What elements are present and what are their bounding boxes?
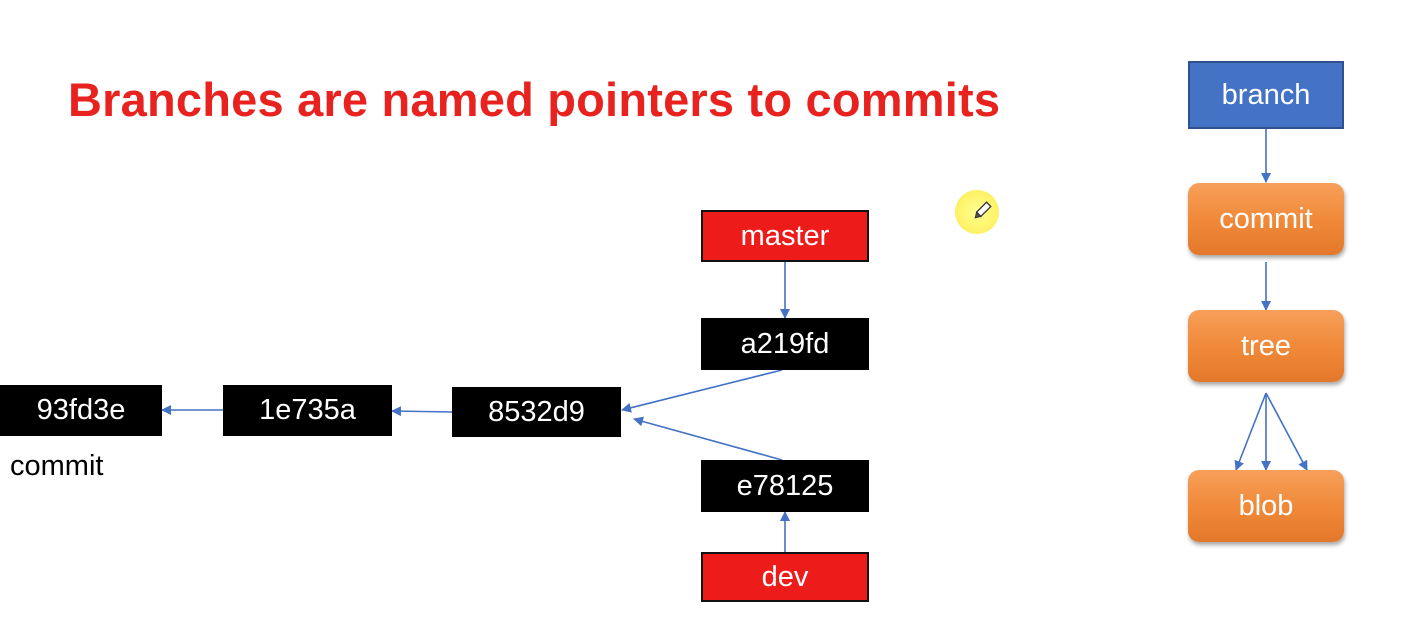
commit-caption: commit (10, 450, 104, 482)
branch-dev-label: dev (701, 552, 869, 602)
branch-master-label: master (701, 210, 869, 262)
arrow-tree-to-blob-left (1234, 392, 1267, 471)
model-branch-box: branch (1188, 61, 1344, 129)
commit-e78125: e78125 (701, 460, 869, 512)
model-commit-box: commit (1188, 183, 1344, 255)
arrow-tree-to-blob-right (1265, 392, 1308, 471)
model-blob-box: blob (1188, 470, 1344, 542)
model-tree-box: tree (1188, 310, 1344, 382)
commit-1e735a: 1e735a (223, 385, 392, 436)
commit-a219fd: a219fd (701, 318, 869, 370)
arrow-e78125-to-8532d9 (633, 416, 783, 461)
commit-93fd3e: 93fd3e (0, 385, 162, 436)
arrow-8532d9-to-1e735a (391, 406, 453, 417)
commit-8532d9: 8532d9 (452, 387, 621, 437)
arrow-a219fd-to-8532d9 (621, 369, 783, 413)
pen-cursor-icon (955, 190, 999, 234)
slide-title: Branches are named pointers to commits (68, 73, 1001, 126)
